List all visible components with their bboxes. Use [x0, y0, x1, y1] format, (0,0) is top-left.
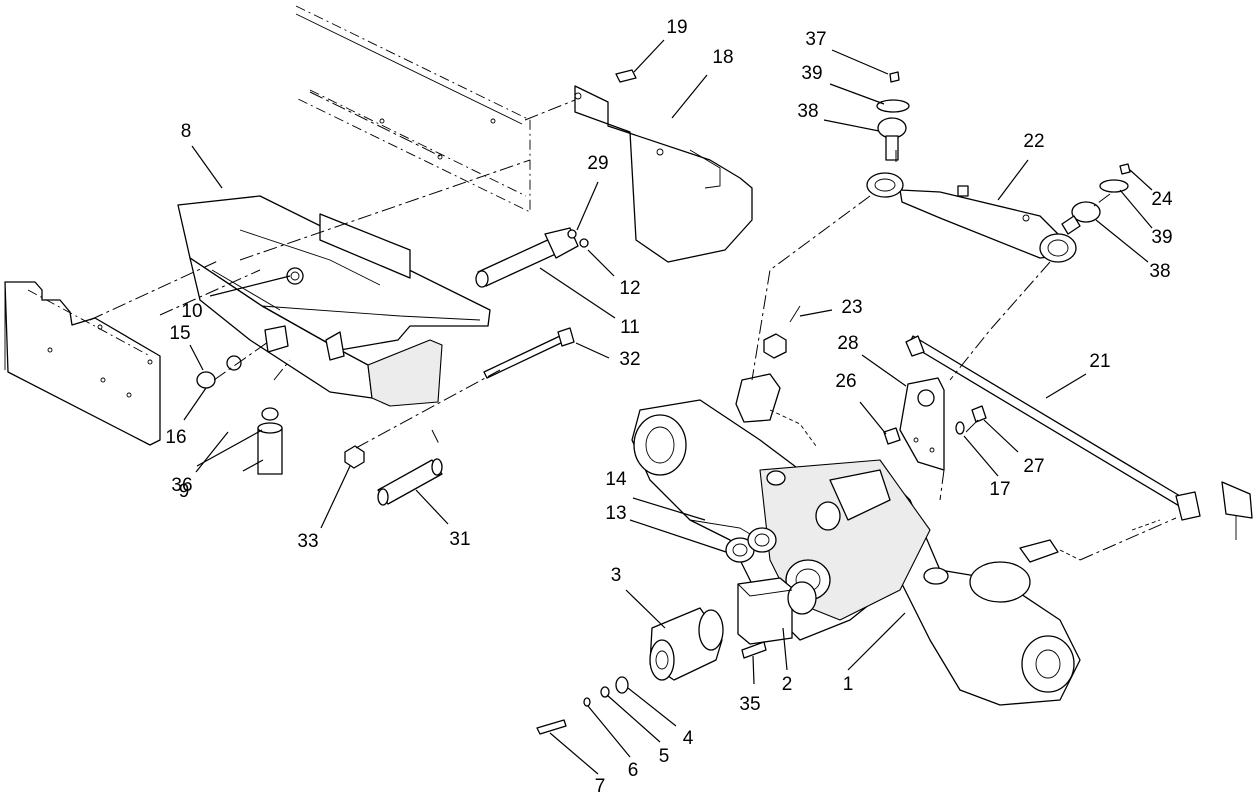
frame-rail — [295, 5, 531, 213]
callout-23: 23 — [841, 297, 862, 318]
transaxle — [631, 399, 1081, 706]
callout-29: 29 — [587, 153, 608, 174]
seals — [725, 527, 777, 563]
pivot-pin — [475, 227, 589, 288]
callout-28: 28 — [837, 333, 858, 354]
callout-3: 3 — [611, 565, 622, 586]
callout-18: 18 — [712, 47, 733, 68]
callout-10: 10 — [181, 301, 202, 322]
leader-lines — [183, 39, 1153, 775]
callout-2: 2 — [782, 674, 793, 695]
center-lines — [89, 91, 1177, 561]
front-support-bracket — [177, 195, 491, 407]
steering-cylinder — [866, 172, 1077, 263]
castle-nut-and-arm — [735, 305, 817, 447]
callout-1: 1 — [843, 674, 854, 695]
callout-32: 32 — [619, 349, 640, 370]
callout-5: 5 — [659, 746, 670, 767]
callout-13: 13 — [605, 503, 626, 524]
callout-4: 4 — [683, 728, 694, 749]
filter-cartridge — [649, 607, 724, 681]
callout-21: 21 — [1089, 351, 1110, 372]
callout-labels: 1 2 3 4 5 6 7 8 9 10 11 12 13 14 15 16 1… — [165, 17, 1173, 797]
callout-33: 33 — [297, 531, 318, 552]
callout-16: 16 — [165, 427, 186, 448]
callout-24: 24 — [1151, 189, 1173, 210]
callout-26: 26 — [835, 371, 856, 392]
bolt-long — [483, 327, 575, 379]
callout-9: 9 — [179, 481, 190, 502]
front-weight-plate — [4, 281, 161, 446]
pump-housing — [737, 577, 817, 645]
ball-joint-top — [876, 71, 910, 161]
callout-6: 6 — [628, 760, 639, 781]
small-hardware — [536, 641, 767, 735]
callout-17: 17 — [989, 479, 1010, 500]
callout-19: 19 — [666, 17, 687, 38]
callout-8: 8 — [181, 121, 192, 142]
callout-22: 22 — [1023, 131, 1044, 152]
callout-7: 7 — [595, 776, 606, 797]
spacer-tube — [377, 458, 443, 506]
callout-15: 15 — [169, 323, 190, 344]
callout-35: 35 — [739, 694, 760, 715]
ball-joint-right — [1061, 163, 1131, 235]
callout-31: 31 — [449, 529, 470, 550]
callout-38-right: 38 — [1149, 261, 1170, 282]
callout-39-top: 39 — [801, 63, 822, 84]
nut-and-washers — [196, 355, 283, 475]
tie-rod — [905, 335, 1253, 540]
callout-27: 27 — [1023, 456, 1044, 477]
callout-37: 37 — [805, 29, 826, 50]
hood-bracket — [574, 69, 753, 263]
callout-14: 14 — [605, 469, 627, 490]
steering-bracket — [883, 377, 987, 471]
callout-11: 11 — [620, 317, 640, 338]
callout-12: 12 — [619, 278, 640, 299]
nut-33 — [344, 445, 365, 469]
callout-39-right: 39 — [1151, 227, 1172, 248]
callout-38-top: 38 — [797, 101, 818, 122]
callout-36: 36 — [171, 475, 192, 496]
